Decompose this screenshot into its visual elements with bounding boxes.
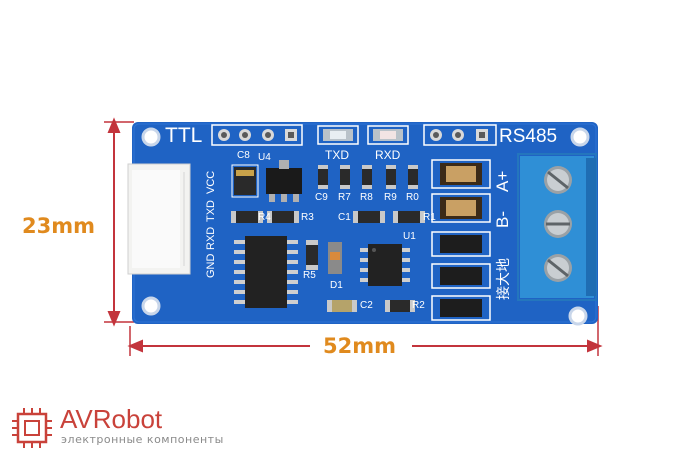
label-c2: C2 <box>360 300 373 311</box>
pin-label-rxd: RXD <box>205 226 217 250</box>
screw-terminal <box>517 153 597 301</box>
terminal-b-label: B- <box>493 211 512 228</box>
label-r3: R3 <box>301 212 314 223</box>
label-r9: R9 <box>384 192 397 203</box>
label-d1: D1 <box>330 280 343 291</box>
label-r5: R5 <box>303 270 316 281</box>
ground-chinese-label: 接大地 <box>496 258 512 300</box>
brand-name: AVRobot <box>60 404 163 434</box>
label-r1: R1 <box>423 212 436 223</box>
led-rxd <box>367 125 409 145</box>
label-r8: R8 <box>360 192 373 203</box>
terminal-a-label: A+ <box>493 170 512 192</box>
pin-label-vcc: VCC <box>205 170 217 194</box>
label-u4: U4 <box>258 152 271 163</box>
rs485-header-pads <box>423 124 497 146</box>
label-r4: R4 <box>258 212 271 223</box>
rs485-label: RS485 <box>499 126 558 147</box>
label-c9: C9 <box>315 192 328 203</box>
brand-tagline: электронные компоненты <box>61 433 224 446</box>
soic-chip-left <box>234 236 298 308</box>
height-dimension-label: 23mm <box>22 214 95 238</box>
label-r7: R7 <box>338 192 351 203</box>
led-txd <box>317 125 359 145</box>
label-r2: R2 <box>412 300 425 311</box>
txd-led-label: TXD <box>325 148 349 162</box>
pin-label-txd: TXD <box>205 200 217 222</box>
width-dimension-label: 52mm <box>323 334 396 358</box>
ttl-label: TTL <box>165 124 203 147</box>
label-c8: C8 <box>237 150 250 161</box>
rxd-led-label: RXD <box>375 148 401 162</box>
fuse-components <box>431 159 491 223</box>
chip-logo-icon <box>12 408 52 448</box>
label-r0: R0 <box>406 192 419 203</box>
ttl-header-pads <box>211 124 303 146</box>
pin-label-gnd: GND <box>205 253 217 278</box>
label-u1: U1 <box>403 231 416 242</box>
label-c1: C1 <box>338 212 351 223</box>
soic-chip-u1 <box>360 244 410 286</box>
tvs-diodes <box>431 231 491 321</box>
